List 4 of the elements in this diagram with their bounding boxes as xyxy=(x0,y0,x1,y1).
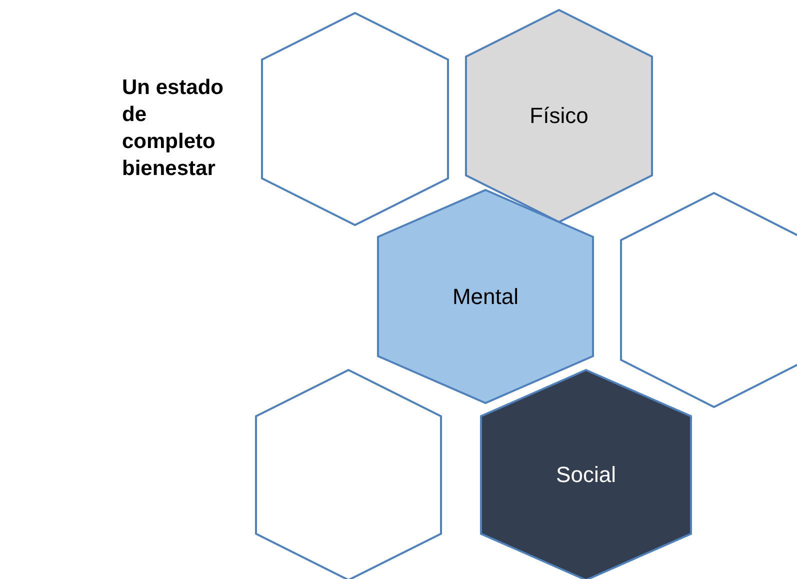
hexagon-label: Físico xyxy=(530,103,588,129)
hexagon-label: Mental xyxy=(452,284,519,310)
heading: Un estado de completo bienestar xyxy=(122,75,225,182)
hexagon-label: Social xyxy=(556,462,616,488)
